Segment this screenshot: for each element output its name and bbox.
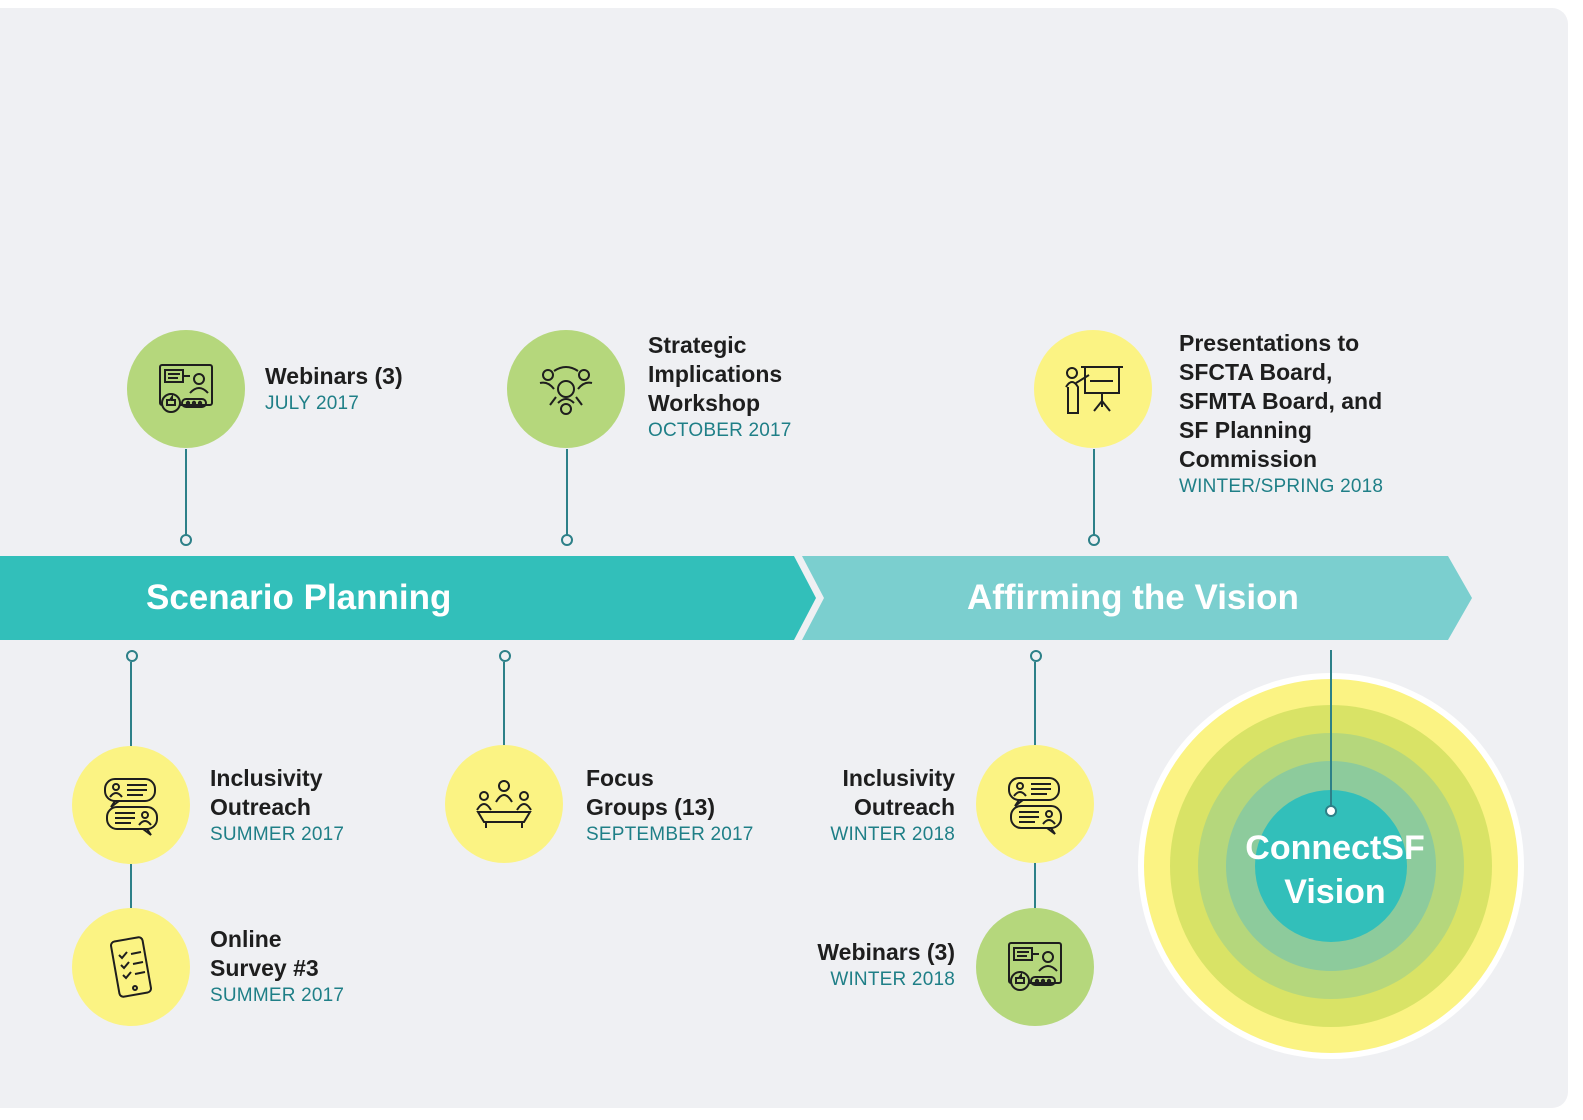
connector-line [185, 449, 187, 535]
vision-label-line2: Vision [1284, 873, 1386, 911]
phase-arrow-scenario-planning [0, 556, 816, 640]
milestone-label: Webinars (3) WINTER 2018 [760, 938, 955, 993]
milestone-title: Webinars (3) [817, 939, 955, 965]
vision-label-line1: ConnectSF [1245, 829, 1425, 867]
connector-dot [1088, 534, 1100, 546]
chat-bubbles-icon [1008, 777, 1062, 835]
phase-arrow-affirming-vision [802, 556, 1472, 640]
milestone-title: Webinars (3) [265, 363, 403, 389]
milestone-label: Inclusivity Outreach SUMMER 2017 [210, 764, 350, 848]
milestone-date: SEPTEMBER 2017 [586, 824, 754, 845]
milestone-date: WINTER 2018 [830, 824, 955, 845]
connector-line [1093, 449, 1095, 535]
milestone-circle [127, 330, 245, 448]
phase-label-affirming-vision: Affirming the Vision [967, 578, 1299, 617]
phone-survey-icon [110, 936, 152, 998]
connector-line [503, 662, 505, 748]
connector-line [566, 449, 568, 535]
milestone-date: WINTER 2018 [830, 969, 955, 990]
meeting-table-icon [476, 780, 532, 828]
connector-dot [126, 650, 138, 662]
connector-line [1034, 862, 1036, 910]
milestone-circle [976, 908, 1094, 1026]
milestone-circle [976, 745, 1094, 863]
connector-dot [180, 534, 192, 546]
milestone-title: Inclusivity Outreach [842, 765, 955, 820]
milestone-label: Strategic Implications Workshop OCTOBER … [648, 331, 808, 444]
connector-dot [1030, 650, 1042, 662]
connector-line [1034, 662, 1036, 748]
connector-line [130, 662, 132, 748]
milestone-circle [507, 330, 625, 448]
milestone-label: Inclusivity Outreach WINTER 2018 [790, 764, 955, 848]
milestone-date: WINTER/SPRING 2018 [1179, 476, 1384, 497]
webinar-icon [159, 364, 213, 413]
chat-bubbles-icon [104, 778, 158, 836]
milestone-date: JULY 2017 [265, 393, 360, 414]
workshop-people-icon [539, 366, 593, 415]
vision-connector-dot [1325, 805, 1337, 817]
presentation-icon [1065, 366, 1123, 414]
milestone-date: SUMMER 2017 [210, 824, 345, 845]
webinar-icon [1008, 942, 1062, 991]
milestone-title: Strategic Implications Workshop [648, 332, 783, 416]
milestone-title: Online Survey #3 [210, 926, 319, 981]
milestone-circle [72, 746, 190, 864]
connector-dot [499, 650, 511, 662]
milestone-title: Presentations to SFCTA Board, SFMTA Boar… [1179, 330, 1383, 472]
milestone-title: Focus Groups (13) [586, 765, 716, 820]
milestone-title: Inclusivity Outreach [210, 765, 323, 820]
milestone-date: OCTOBER 2017 [648, 420, 792, 441]
vision-label: ConnectSF Vision [1230, 826, 1440, 914]
vision-target [1138, 673, 1524, 1059]
connector-line [130, 864, 132, 910]
milestone-label: Online Survey #3 SUMMER 2017 [210, 925, 344, 1009]
milestone-label: Webinars (3) JULY 2017 [265, 362, 403, 417]
connector-dot [561, 534, 573, 546]
milestone-circle [445, 745, 563, 863]
milestone-date: SUMMER 2017 [210, 985, 345, 1006]
milestone-label: Focus Groups (13) SEPTEMBER 2017 [586, 764, 754, 848]
milestone-circle [72, 908, 190, 1026]
phase-label-scenario-planning: Scenario Planning [146, 578, 452, 617]
milestone-circle [1034, 330, 1152, 448]
milestone-label: Presentations to SFCTA Board, SFMTA Boar… [1179, 329, 1389, 500]
